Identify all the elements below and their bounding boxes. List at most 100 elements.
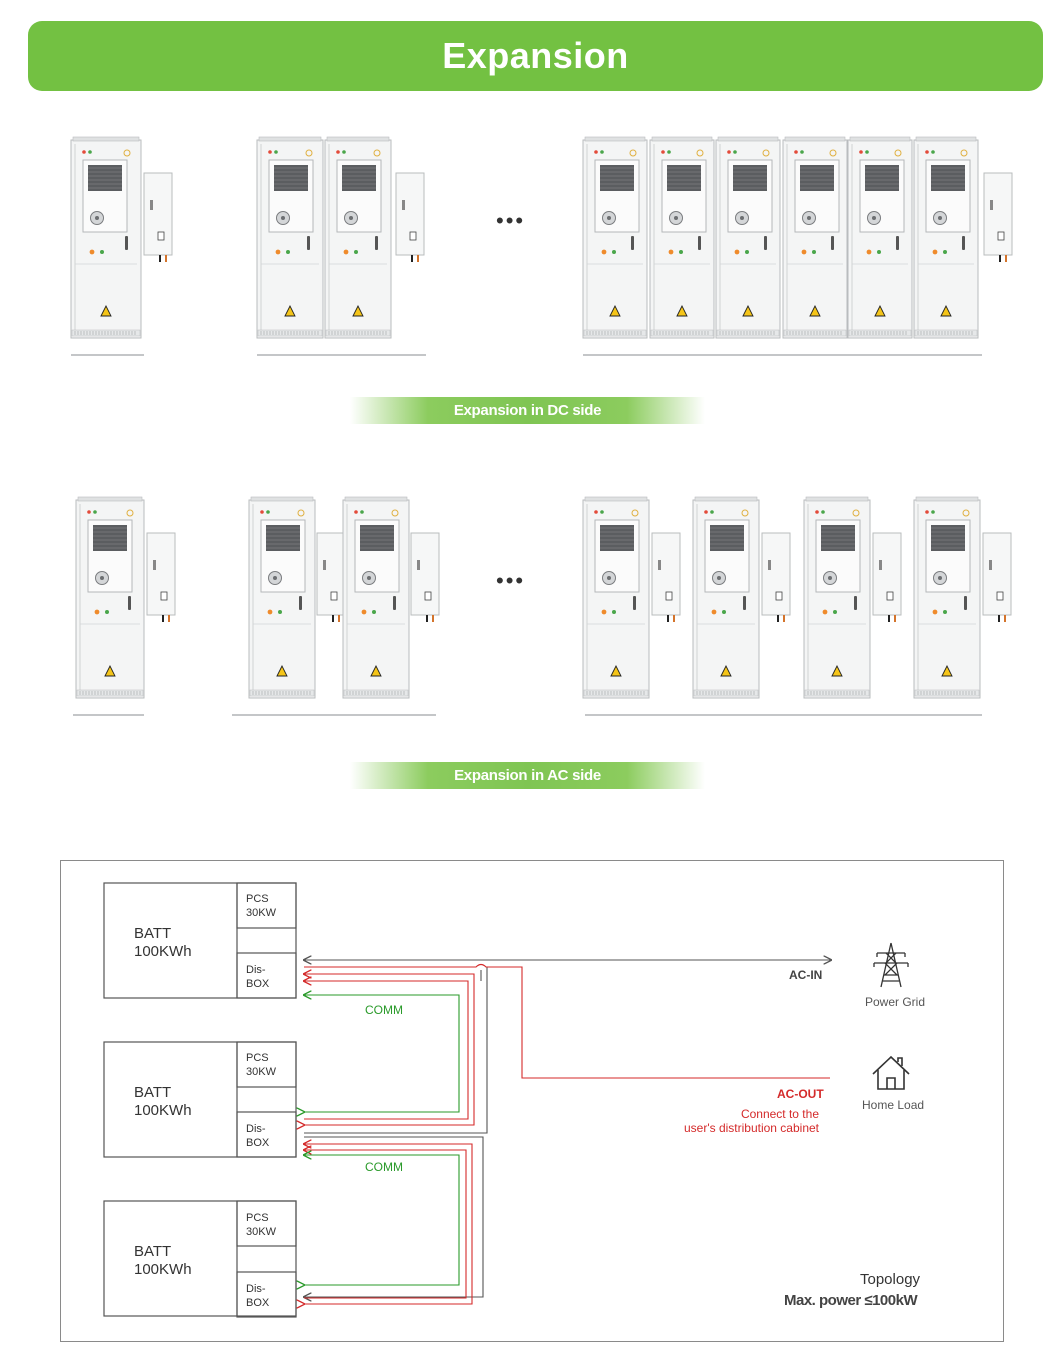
ac-expansion-row: •••: [0, 488, 1060, 723]
header-banner: Expansion: [28, 21, 1043, 91]
side-distribution-box: [316, 532, 346, 622]
side-distribution-box: [982, 532, 1012, 622]
battery-cabinet: [649, 136, 715, 339]
unit-1-pcs-box: [236, 882, 297, 929]
warning-triangle-icon: [676, 304, 688, 317]
ac-in-label: AC-IN: [789, 968, 823, 982]
fan-icon: [344, 211, 358, 225]
warning-triangle-icon: [809, 304, 821, 317]
ac-out-label: AC-OUT: [777, 1087, 824, 1101]
fan-icon: [90, 211, 104, 225]
unit-1-dis-box: [236, 952, 297, 999]
topology-lines: [103, 882, 910, 1318]
page-title: Expansion: [442, 35, 629, 76]
warning-triangle-icon: [941, 664, 953, 677]
unit-1-dis-box-label: Dis-BOX: [246, 964, 270, 990]
comm-label-1: COMM: [365, 1003, 403, 1017]
unit-3-dis-box-label: Dis-BOX: [246, 1283, 270, 1309]
warning-triangle-icon: [610, 664, 622, 677]
warning-triangle-icon: [370, 664, 382, 677]
fan-icon: [823, 571, 837, 585]
unit-2-dis-box: [236, 1111, 297, 1158]
fan-icon: [933, 211, 947, 225]
battery-cabinet: [342, 496, 410, 699]
fan-icon: [602, 571, 616, 585]
dc-expansion-row: •••: [0, 128, 1060, 363]
battery-cabinet: [248, 496, 316, 699]
ac-ellipsis: •••: [496, 568, 526, 593]
battery-cabinet: [803, 496, 871, 699]
dc-cabinets-illustration: [70, 136, 1013, 356]
fan-icon: [602, 211, 616, 225]
fan-icon: [95, 571, 109, 585]
unit-2-pcs-box: [236, 1041, 297, 1088]
ac-caption: Expansion in AC side: [454, 767, 601, 784]
ac-caption-bar: Expansion in AC side: [350, 762, 705, 789]
dc-ellipsis: •••: [496, 208, 526, 233]
unit-3-dis-box: [236, 1271, 297, 1318]
side-distribution-box: [872, 532, 902, 622]
fan-icon: [669, 211, 683, 225]
side-distribution-box: [983, 172, 1013, 262]
fan-icon: [735, 211, 749, 225]
warning-triangle-icon: [742, 304, 754, 317]
comm-label-2: COMM: [365, 1160, 403, 1174]
fan-icon: [802, 211, 816, 225]
ac-out-note: Connect to the user's distribution cabin…: [683, 1107, 819, 1135]
battery-cabinet: [913, 496, 981, 699]
warning-triangle-icon: [609, 304, 621, 317]
side-distribution-box: [410, 532, 440, 622]
unit-1-frame: [103, 882, 297, 999]
power-grid-label: Power Grid: [865, 995, 926, 1009]
fan-icon: [362, 571, 376, 585]
battery-cabinet: [256, 136, 324, 339]
fan-icon: [276, 211, 290, 225]
side-distribution-box: [395, 172, 425, 262]
max-power-label: Max. power ≤100kW: [784, 1292, 918, 1309]
dc-caption-bar: Expansion in DC side: [350, 397, 705, 424]
warning-triangle-icon: [100, 304, 112, 317]
battery-cabinet: [847, 136, 913, 339]
warning-triangle-icon: [940, 304, 952, 317]
battery-cabinet: [75, 496, 145, 699]
fan-icon: [268, 571, 282, 585]
unit-2-dis-box-label: Dis-BOX: [246, 1123, 270, 1149]
battery-cabinet: [715, 136, 781, 339]
power-grid-tower-icon: [873, 942, 909, 988]
battery-cabinet: [582, 496, 650, 699]
warning-triangle-icon: [831, 664, 843, 677]
battery-cabinet: [324, 136, 392, 339]
fan-icon: [933, 571, 947, 585]
topology-title: Topology: [860, 1271, 921, 1288]
home-load-house-icon: [872, 1055, 910, 1090]
warning-triangle-icon: [720, 664, 732, 677]
battery-cabinet: [913, 136, 979, 339]
unit-3-frame: [103, 1200, 297, 1317]
home-load-label: Home Load: [862, 1098, 925, 1112]
unit-2-frame: [103, 1041, 297, 1158]
side-distribution-box: [146, 532, 176, 622]
warning-triangle-icon: [276, 664, 288, 677]
side-distribution-box: [651, 532, 681, 622]
battery-cabinet: [782, 136, 848, 339]
fan-icon: [712, 571, 726, 585]
dc-caption: Expansion in DC side: [453, 402, 602, 419]
side-distribution-box: [143, 172, 173, 262]
warning-triangle-icon: [284, 304, 296, 317]
warning-triangle-icon: [874, 304, 886, 317]
warning-triangle-icon: [352, 304, 364, 317]
battery-cabinet: [692, 496, 760, 699]
ac-cabinets-illustration: [73, 496, 1012, 716]
warning-triangle-icon: [104, 664, 116, 677]
unit-3-pcs-box: [236, 1200, 297, 1247]
battery-cabinet: [582, 136, 648, 339]
side-distribution-box: [761, 532, 791, 622]
fan-icon: [867, 211, 881, 225]
